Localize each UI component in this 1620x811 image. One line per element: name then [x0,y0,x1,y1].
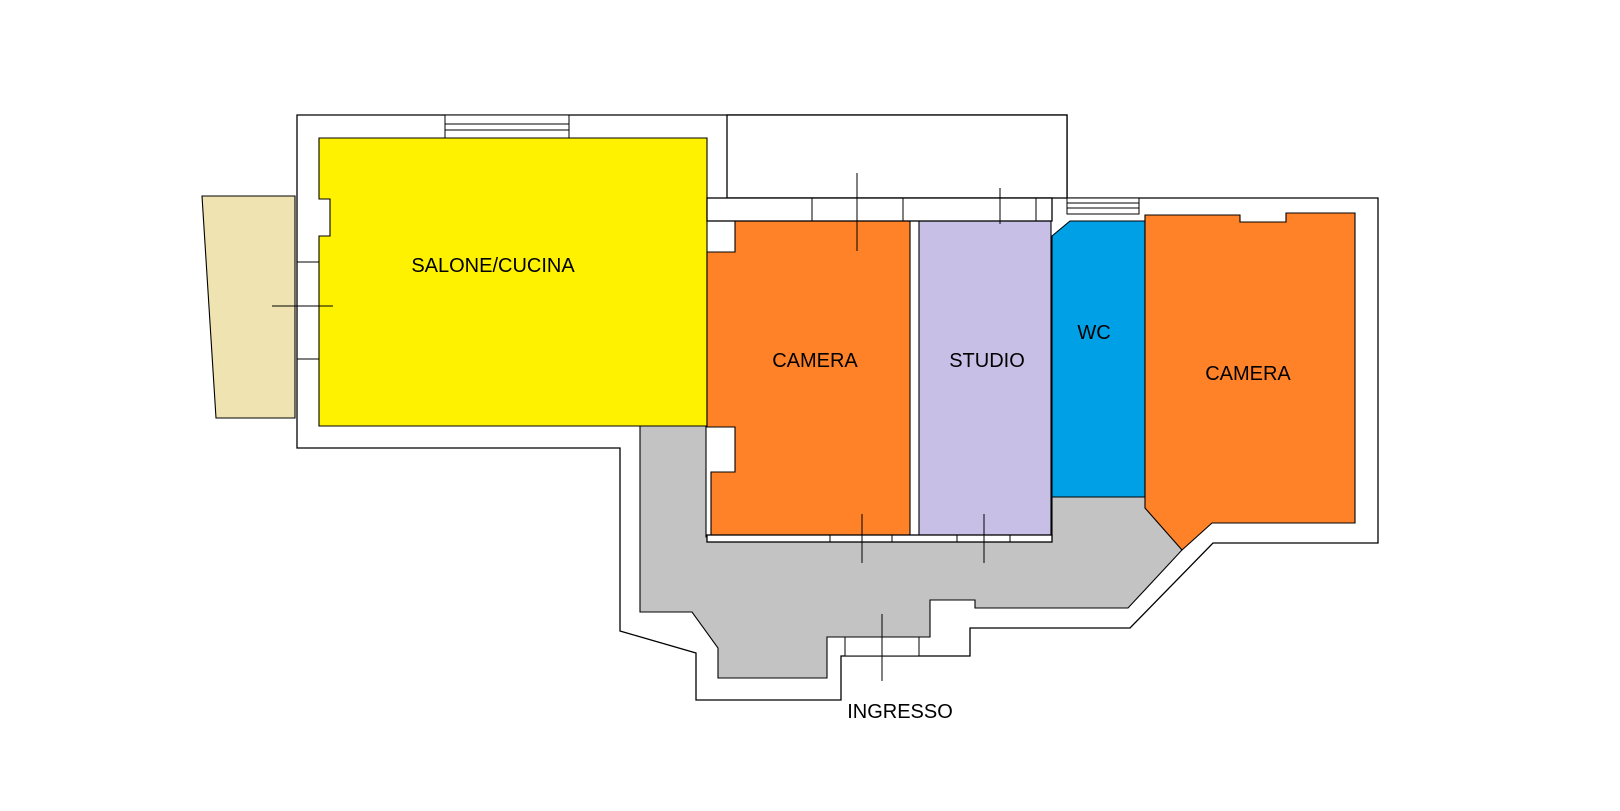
room-salone-cucina [318,137,708,427]
window-salone [444,114,570,139]
window-wc [1066,197,1140,215]
wall-band-top [706,197,1053,222]
room-camera-1 [706,220,911,536]
terrace-area [201,195,296,419]
label-ingresso: INGRESSO [847,701,953,723]
wall-band-bottom [706,534,1053,543]
label-salone-cucina: SALONE/CUCINA [411,255,575,277]
room-camera-2 [1144,212,1356,551]
room-wc [1051,220,1146,498]
label-camera-2: CAMERA [1205,363,1291,385]
outer-wall-corner [726,114,1068,199]
label-camera-1: CAMERA [772,350,858,372]
label-wc: WC [1077,322,1110,344]
label-studio: STUDIO [949,350,1025,372]
